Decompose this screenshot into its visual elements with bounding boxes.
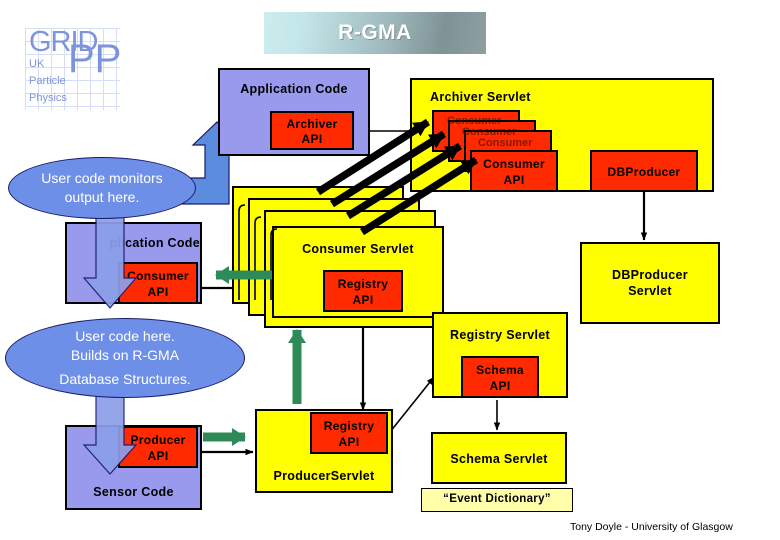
consumer-api-archiver-box[interactable]: Consumer API <box>470 150 558 192</box>
logo-line-particle: Particle <box>29 75 66 87</box>
registry-api-producer-label-2: API <box>338 435 360 449</box>
consumer-api-left-label-1: Consumer <box>127 269 189 283</box>
schema-api-box[interactable]: Schema API <box>461 356 539 398</box>
slide-title: R-GMA <box>338 21 412 44</box>
thick-arrow-consumer-servlet-to-archiver-3 <box>346 142 462 220</box>
gridpp-logo: GRID PP UK Particle Physics <box>25 26 122 110</box>
schema-servlet-label: Schema Servlet <box>450 452 548 466</box>
producer-api-box[interactable]: Producer API <box>118 426 198 468</box>
consumer-api-archiver-label-2: API <box>503 173 525 187</box>
application-code-top-label: Application Code <box>240 82 348 96</box>
logo-line-physics: Physics <box>29 92 67 104</box>
consumer-api-archiver-label-1: Consumer <box>483 157 545 171</box>
producer-api-label-1: Producer <box>130 433 186 447</box>
logo-line-uk: UK <box>29 58 45 70</box>
archiver-api-label-2: API <box>301 132 323 146</box>
logo-grid-text: GRID <box>29 26 98 58</box>
sensor-code-label: Sensor Code <box>93 485 174 499</box>
schema-api-label-1: Schema <box>476 363 524 377</box>
thick-arrow-consumer-servlet-to-archiver-2 <box>330 130 446 208</box>
dbproducer-servlet-box[interactable]: DBProducer Servlet <box>580 242 720 324</box>
schema-servlet-box[interactable]: Schema Servlet <box>431 432 567 484</box>
dbproducer-label: DBProducer <box>607 165 681 179</box>
consumer-api-left-label-2: API <box>147 285 169 299</box>
thick-arrow-consumer-servlet-to-archiver-1 <box>315 118 431 196</box>
archiver-api-box[interactable]: Archiver API <box>270 111 354 150</box>
dbproducer-box[interactable]: DBProducer <box>590 150 698 192</box>
registry-api-producer-box[interactable]: Registry API <box>310 412 388 454</box>
consumer-api-stack-ghost-label-3: Consumer <box>478 137 533 149</box>
registry-servlet-box[interactable]: Registry Servlet <box>432 312 568 398</box>
producer-api-label-2: API <box>147 449 169 463</box>
logo-grid-background <box>25 28 120 110</box>
application-code-left-label: plication Code <box>109 236 200 250</box>
registry-api-producer-label-1: Registry <box>323 419 375 433</box>
dbproducer-servlet-label-1: DBProducer <box>612 268 688 282</box>
blue-arrow-monitor-into-application-code-left <box>82 204 138 309</box>
hook-connector-archiver-stack <box>238 204 278 300</box>
consumer-servlet-label: Consumer Servlet <box>302 242 414 256</box>
dbproducer-servlet-label-2: Servlet <box>628 284 672 298</box>
connector-producer-registry-to-registry-servlet <box>389 376 435 433</box>
event-dictionary-label: “Event Dictionary” <box>443 493 551 505</box>
footer-credit: Tony Doyle - University of Glasgow <box>570 521 733 533</box>
consumer-api-stack-ghost-label-2: Consumer <box>462 126 517 138</box>
archiver-servlet-label: Archiver Servlet <box>430 90 531 104</box>
registry-api-consumer-label-1: Registry <box>337 277 389 291</box>
callout-user-code-here: User code here.Builds on R-GMA Database … <box>5 318 245 398</box>
callout-user-code-here-text: User code here.Builds on R-GMA Database … <box>59 328 191 387</box>
registry-api-consumer-box[interactable]: Registry API <box>323 270 403 312</box>
producer-servlet-label: ProducerServlet <box>273 469 375 483</box>
registry-servlet-label: Registry Servlet <box>450 328 550 342</box>
event-dictionary-box[interactable]: “Event Dictionary” <box>421 488 573 512</box>
archiver-api-label-1: Archiver <box>286 117 338 131</box>
registry-api-consumer-label-2: API <box>352 293 374 307</box>
consumer-api-stack-ghost-label-1: Consumer <box>447 115 502 127</box>
logo-pp-text: PP <box>68 37 122 81</box>
schema-api-label-2: API <box>489 379 511 393</box>
slide-title-banner: R-GMA <box>264 12 486 54</box>
thick-arrow-consumer-servlet-to-archiver-4 <box>359 156 479 236</box>
